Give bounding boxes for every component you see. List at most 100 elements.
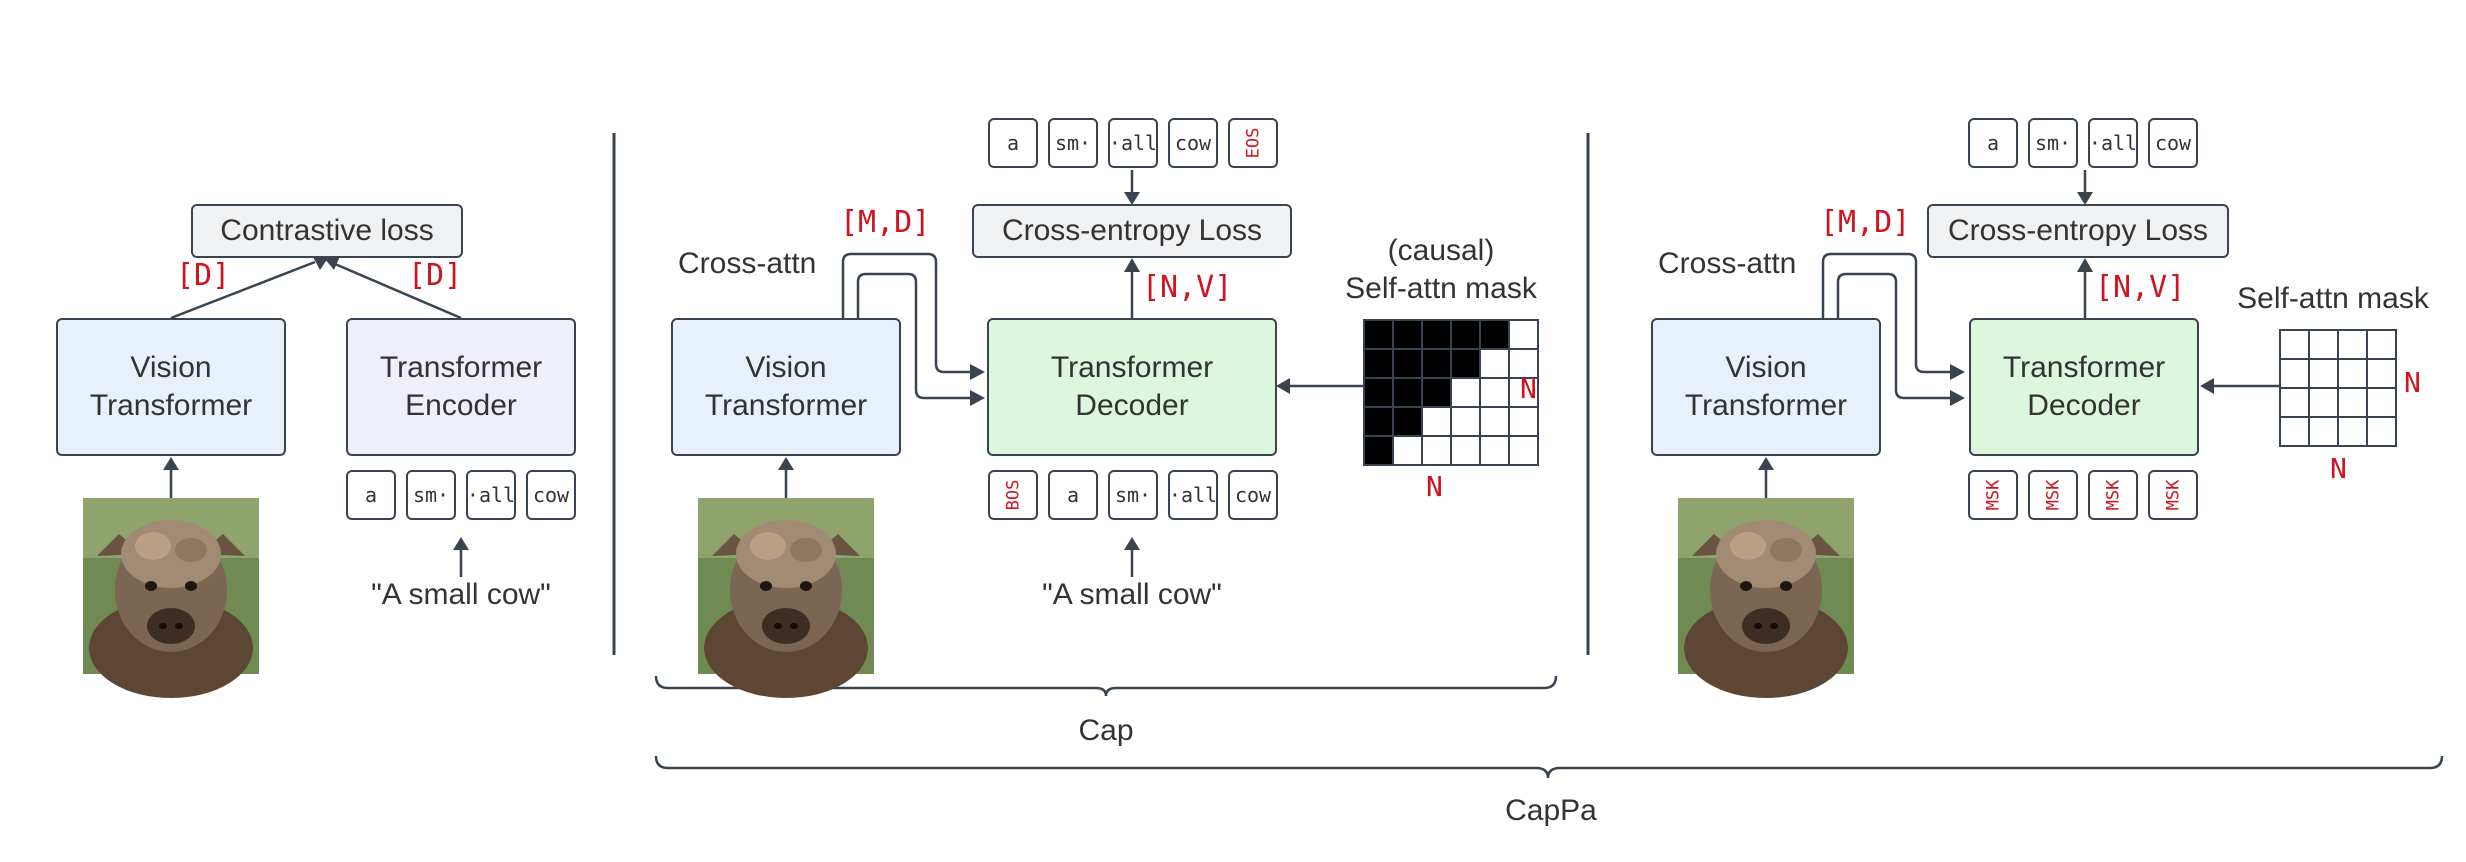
bos-token: BOS (988, 470, 1038, 520)
target-token: ·all (1108, 118, 1158, 168)
mask-cell (1363, 348, 1394, 379)
loss-label-3: Cross-entropy Loss (1947, 214, 2209, 247)
cap-brace (654, 675, 1558, 697)
mask-cell (1363, 435, 1394, 466)
cappa-brace-label: CapPa (1505, 794, 1597, 827)
arrow-vit-to-contrastive (170, 255, 328, 320)
arrow-decoder-to-loss-3 (2077, 258, 2093, 318)
contrastive-loss-label: Contrastive loss (220, 214, 434, 247)
mask-n-right-2: N (1520, 372, 1537, 405)
text-token: cow (526, 470, 576, 520)
mask-cell (2308, 329, 2339, 360)
arrow-image-to-vit-1 (163, 457, 179, 498)
target-token: sm· (1048, 118, 1098, 168)
input-token: cow (1228, 470, 1278, 520)
cap-brace-label: Cap (1078, 714, 1134, 747)
mask-cell (2366, 329, 2397, 360)
mask-cell (1450, 348, 1481, 379)
mask-cell (1479, 377, 1510, 408)
mask-cell (1392, 406, 1423, 437)
arrow-caption-to-tokens-2 (1124, 537, 1140, 577)
mask-n-right-3: N (2404, 366, 2421, 399)
cappa-brace (654, 755, 2444, 779)
dec-line2: Decoder (1075, 389, 1189, 422)
cross-entropy-loss-box-3: Cross-entropy Loss (1927, 204, 2229, 258)
vision-transformer-box-1: Vision Transformer (56, 318, 286, 456)
mask-cell (2337, 329, 2368, 360)
vision-transformer-box-2: Vision Transformer (671, 318, 901, 456)
caption-text-1: "A small cow" (371, 578, 551, 611)
cow-photo-1 (83, 498, 259, 698)
mask-cell (1479, 319, 1510, 350)
target-token: sm· (2028, 118, 2078, 168)
mask-cell (1421, 319, 1452, 350)
msk-token: MSK (2088, 470, 2138, 520)
arrow-mask-to-decoder-2 (1276, 378, 1364, 394)
mask-cell (1508, 319, 1539, 350)
mask-cell (1450, 435, 1481, 466)
enc-line1: Transformer (379, 351, 543, 384)
cross-attn-wire-inner-3 (1836, 272, 1965, 406)
mask-n-bottom-2: N (1426, 470, 1443, 503)
mask-cell (2279, 387, 2310, 418)
contrastive-loss-box: Contrastive loss (191, 204, 463, 258)
mask-cell (1421, 348, 1452, 379)
dec-line1: Transformer (1050, 351, 1214, 384)
mask-cell (2366, 358, 2397, 389)
transformer-decoder-box-3: Transformer Decoder (1969, 318, 2199, 456)
vision-transformer-box-3: Vision Transformer (1651, 318, 1881, 456)
mask-cell (2279, 416, 2310, 447)
vit-line1: Vision (130, 351, 212, 384)
text-token: sm· (406, 470, 456, 520)
mask-cell (2308, 387, 2339, 418)
mask-cell (2366, 387, 2397, 418)
text-token: a (346, 470, 396, 520)
mask-cell (1508, 377, 1539, 408)
mask-cell (1450, 319, 1481, 350)
target-token: ·all (2088, 118, 2138, 168)
causal-mask-title: (causal) Self-attn mask (1330, 232, 1552, 308)
mask-cell (1508, 406, 1539, 437)
cross-attn-wire-outer-2 (841, 252, 985, 380)
text-token: ·all (466, 470, 516, 520)
mask-cell (1363, 377, 1394, 408)
input-token: sm· (1108, 470, 1158, 520)
msk-token: MSK (2028, 470, 2078, 520)
msk-token: MSK (2148, 470, 2198, 520)
cross-attn-label-3: Cross-attn (1658, 247, 1797, 280)
dec-line2: Decoder (2027, 389, 2141, 422)
full-mask-grid (2279, 329, 2397, 447)
cross-entropy-loss-box-2: Cross-entropy Loss (972, 204, 1292, 258)
dim-label-right: [D] (408, 258, 463, 293)
mask-cell (2308, 358, 2339, 389)
mask-cell (2366, 416, 2397, 447)
transformer-decoder-box-2: Transformer Decoder (987, 318, 1277, 456)
target-token: cow (2148, 118, 2198, 168)
dim-md-label-2: [M,D] (840, 205, 931, 240)
input-token: ·all (1168, 470, 1218, 520)
target-token: a (1968, 118, 2018, 168)
mask-cell (1392, 348, 1423, 379)
dim-nv-label-3: [N,V] (2095, 270, 2186, 305)
mask-title-line1: (causal) (1387, 234, 1495, 267)
mask-cell (2337, 358, 2368, 389)
mask-cell (2279, 358, 2310, 389)
mask-cell (1450, 377, 1481, 408)
mask-cell (1363, 406, 1394, 437)
arrow-image-to-vit-2 (778, 457, 794, 498)
cross-attn-wire-inner-2 (856, 272, 985, 406)
mask-cell (1508, 348, 1539, 379)
mask-cell (1392, 319, 1423, 350)
vit-line2: Transformer (704, 389, 868, 422)
cow-photo-2 (698, 498, 874, 698)
mask-cell (1363, 319, 1394, 350)
mask-cell (1479, 435, 1510, 466)
mask-cell (1421, 435, 1452, 466)
mask-title-line2: Self-attn mask (1345, 272, 1537, 305)
vit-line2: Transformer (1684, 389, 1848, 422)
mask-cell (1479, 406, 1510, 437)
arrow-target-to-loss-2 (1124, 170, 1140, 205)
transformer-encoder-box: Transformer Encoder (346, 318, 576, 456)
mask-title-3: Self-attn mask (2237, 282, 2429, 315)
dim-md-label-3: [M,D] (1820, 205, 1911, 240)
